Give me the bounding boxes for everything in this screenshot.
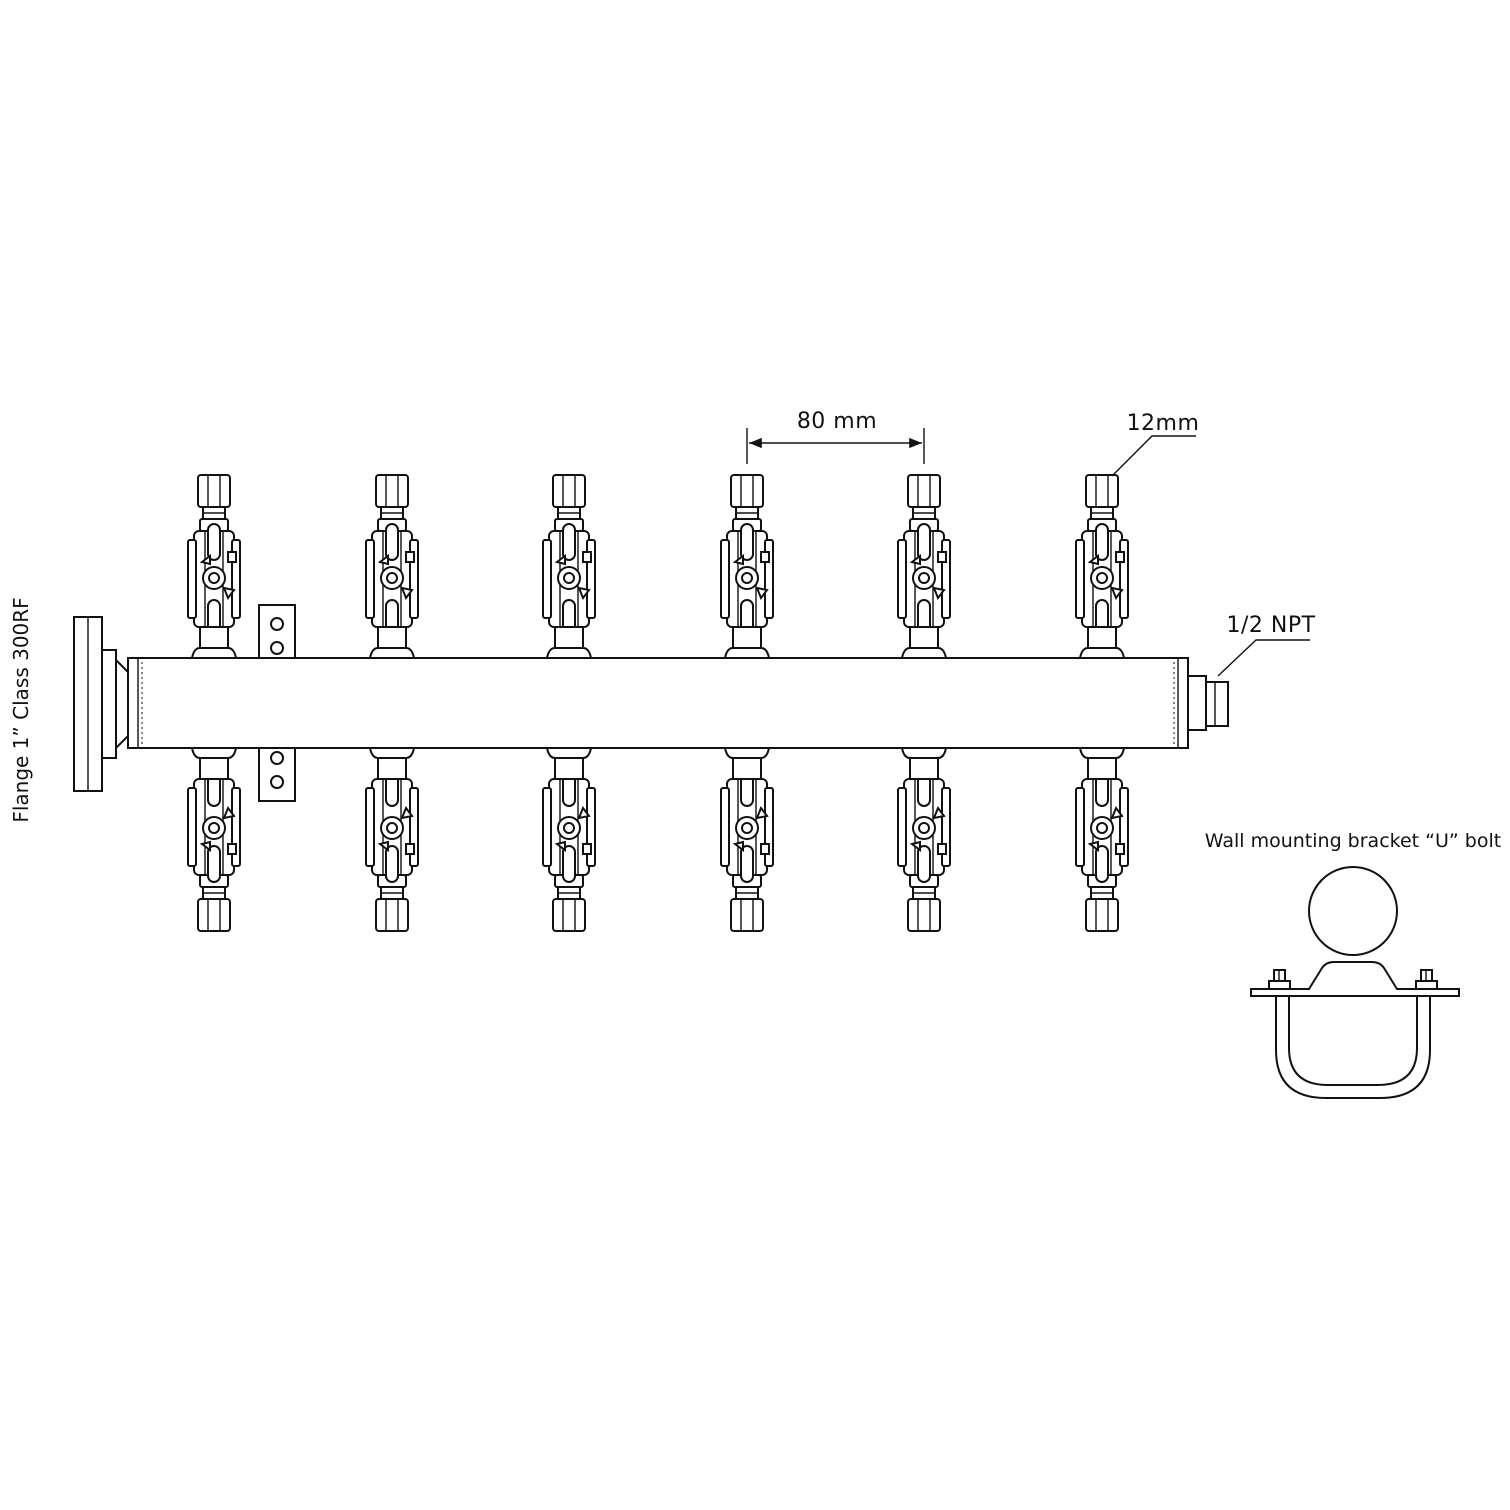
valve-bottom-3 bbox=[542, 747, 596, 932]
valve-top-6 bbox=[1075, 474, 1129, 659]
valve-bottom-5 bbox=[897, 747, 951, 932]
valves-bottom bbox=[187, 747, 1129, 932]
bracket-caption: Wall mounting bracket “U” bolt bbox=[1205, 830, 1501, 852]
mounting-plate-top bbox=[258, 604, 296, 659]
outlet-callout: 1/2 NPT bbox=[1217, 613, 1315, 677]
u-bolt-bracket-detail bbox=[1250, 866, 1460, 1099]
inlet-flange-label: Flange 1” Class 300RF bbox=[9, 597, 33, 822]
outlet-thread-label: 1/2 NPT bbox=[1226, 613, 1315, 638]
valve-top-4 bbox=[720, 474, 774, 659]
valve-bottom-6 bbox=[1075, 747, 1129, 932]
valve-top-5 bbox=[897, 474, 951, 659]
tube-size-label: 12mm bbox=[1127, 411, 1200, 436]
valve-top-3 bbox=[542, 474, 596, 659]
valve-bottom-2 bbox=[365, 747, 419, 932]
valves-top bbox=[187, 474, 1129, 659]
spacing-label: 80 mm bbox=[797, 409, 877, 434]
inlet-flange bbox=[73, 616, 129, 792]
tube-size-callout: 12mm bbox=[1111, 411, 1200, 477]
valve-top-1 bbox=[187, 474, 241, 659]
valve-bottom-4 bbox=[720, 747, 774, 932]
manifold-body bbox=[127, 657, 1229, 749]
spacing-dimension: 80 mm bbox=[746, 409, 925, 464]
valve-bottom-1 bbox=[187, 747, 241, 932]
mounting-plate-bottom bbox=[258, 747, 296, 802]
valve-top-2 bbox=[365, 474, 419, 659]
